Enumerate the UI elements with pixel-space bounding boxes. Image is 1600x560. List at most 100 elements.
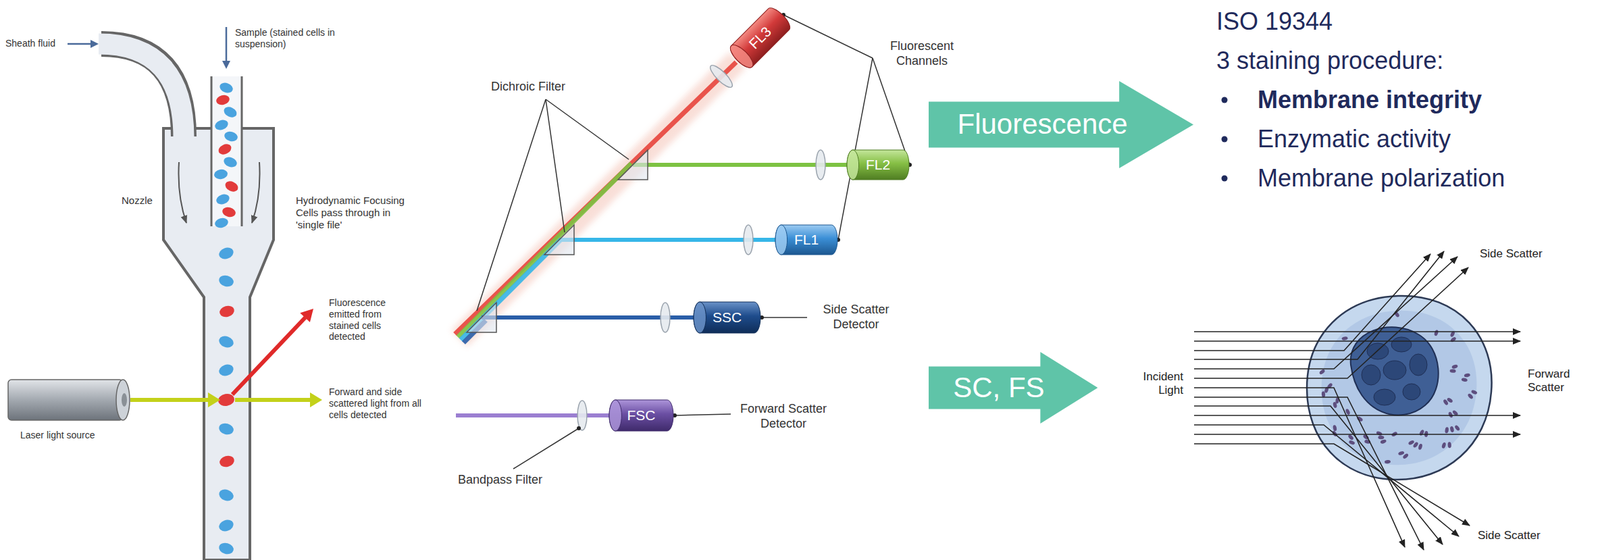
lens: [743, 224, 754, 255]
bullet: [1221, 175, 1228, 182]
leader-line: [545, 99, 565, 233]
lens: [815, 149, 826, 180]
granule: [1375, 430, 1383, 437]
heading-text: ISO 19344: [1216, 6, 1333, 36]
detector-body: [775, 224, 838, 255]
beam-glow: [632, 158, 847, 171]
detector-body: [846, 149, 910, 180]
leader-line: [476, 14, 910, 469]
node-text: Fluorescence: [957, 108, 1128, 141]
granule: [1449, 368, 1456, 373]
part-label: Laser light source: [20, 429, 96, 442]
light-ray: [1194, 424, 1459, 537]
cell: [217, 245, 236, 262]
part-label: Nozzle: [121, 194, 153, 207]
part-label: Fluorescent Channels: [878, 39, 966, 69]
cell: [221, 205, 238, 219]
flow-cell: [8, 27, 323, 560]
granule: [1377, 435, 1384, 440]
dichroic-filter: [466, 302, 497, 333]
detector-face: [609, 399, 622, 431]
granule: [1407, 439, 1415, 446]
leader-line: [513, 428, 579, 469]
leader-dot: [576, 12, 912, 431]
cell: [217, 362, 236, 379]
scatter-arrow: SC, FS: [928, 351, 1098, 424]
inlet-label: Sheath fluid: [5, 37, 56, 50]
nucleus-lobe: [1361, 337, 1428, 406]
lens: [660, 302, 670, 333]
laser-source: [116, 379, 130, 421]
light-ray: [1194, 330, 1521, 333]
granule: [1450, 336, 1457, 344]
leader-dot: [576, 426, 581, 431]
fl2-detector: FL2: [846, 149, 910, 180]
note-label: Fluorescence emitted from stained cells …: [328, 297, 405, 343]
cell: [223, 178, 240, 194]
sample-arrow: [222, 60, 231, 69]
granule: [1318, 368, 1326, 376]
laser-beam: [130, 392, 221, 408]
arrow-shape: [928, 81, 1194, 169]
bullet: [1221, 97, 1228, 104]
light-ray: [1194, 251, 1521, 550]
sample-arrow: [222, 27, 231, 69]
nucleus-lobe: [1373, 389, 1396, 406]
lens: [577, 400, 587, 431]
node-text: SSC: [712, 309, 742, 326]
granule: [1454, 424, 1461, 431]
scatter-label: Forward Scatter: [1527, 367, 1596, 396]
granule: [1444, 426, 1450, 434]
bullet: [1221, 97, 1228, 182]
part-label: Dichroic Filter: [491, 79, 566, 95]
scatter-illustration: [1194, 251, 1521, 550]
fluorescence-ray: [232, 317, 306, 395]
leader-line: [674, 414, 731, 416]
part-label: Side Scatter Detector: [810, 302, 902, 332]
nucleus-lobe: [1361, 364, 1381, 385]
flow-arrow: [251, 162, 261, 223]
leader-line: [783, 14, 873, 59]
ssc-detector: SSC: [693, 301, 761, 333]
granule: [1398, 450, 1405, 456]
leader-line: [872, 58, 910, 165]
sheath-arrow: [67, 39, 99, 48]
scatter-label: Incident Light: [1129, 370, 1184, 398]
cell: [222, 104, 239, 119]
part-label: Bandpass Filter: [457, 472, 543, 488]
granule: [1463, 372, 1471, 378]
cell: [223, 130, 240, 144]
cyan-beam: [559, 237, 776, 242]
nucleus-lobe: [1402, 383, 1421, 400]
leader-line: [761, 316, 808, 319]
granule: [1384, 459, 1392, 464]
node-text: FSC: [627, 407, 656, 424]
node-text: FL2: [865, 156, 891, 173]
inlet-label: Sample (stained cells in suspension): [235, 27, 374, 50]
light-ray: [1194, 267, 1469, 379]
nucleus-lobe: [1391, 337, 1412, 352]
dichroic-filter: [544, 224, 575, 255]
nucleus-lobe: [1383, 360, 1407, 380]
green-beam: [457, 163, 632, 338]
part-label: Forward Scatter Detector: [732, 401, 835, 431]
detector-body: [726, 4, 793, 71]
light-ray: [1194, 340, 1521, 342]
list-item: Enzymatic activity: [1257, 124, 1451, 154]
scatter-label: Side Scatter: [1479, 247, 1543, 261]
scatter-ray: [310, 392, 323, 408]
list-item: Membrane integrity: [1257, 85, 1482, 115]
cell: [217, 334, 236, 350]
nucleus: [1350, 326, 1439, 415]
sheath-tube: [98, 43, 184, 138]
sample-tube: [211, 76, 242, 227]
granule: [1417, 443, 1423, 450]
note-label: Hydrodynamic Focusing Cells pass through…: [295, 194, 415, 231]
scatter-label: Side Scatter: [1477, 528, 1541, 543]
light-ray: [1194, 405, 1443, 545]
cell-membrane: [1306, 295, 1492, 480]
cell: [214, 216, 230, 230]
granule: [1451, 364, 1459, 370]
cell: [215, 93, 231, 107]
